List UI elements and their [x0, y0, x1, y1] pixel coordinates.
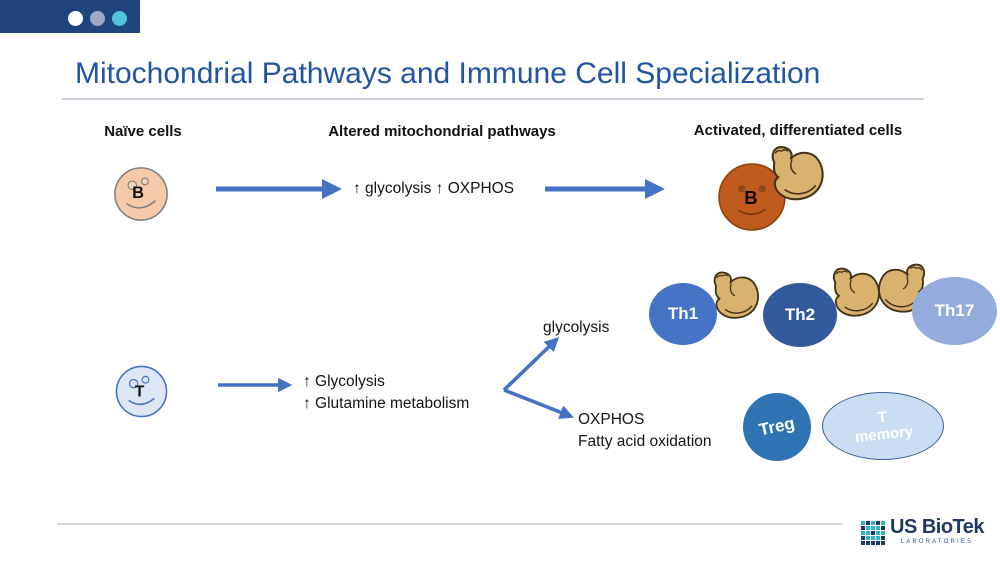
logo-grid-square — [876, 541, 880, 545]
logo-grid-square — [871, 536, 875, 540]
logo-grid-square — [871, 531, 875, 535]
window-dot-icon[interactable] — [112, 11, 127, 26]
logo-grid-square — [866, 531, 870, 535]
logo-grid-square — [876, 531, 880, 535]
muscle-arm-icon — [764, 142, 826, 204]
window-chrome-bar — [0, 0, 140, 33]
b-pathway-text: ↑ glycolysis ↑ OXPHOS — [353, 180, 515, 197]
logo-grid-square — [866, 536, 870, 540]
t-memory-line2: memory — [853, 422, 914, 446]
logo-grid-square — [871, 526, 875, 530]
column-header-altered: Altered mitochondrial pathways — [328, 123, 556, 140]
t-memory-label: T memory — [852, 406, 914, 446]
logo-name: US BioTek — [890, 516, 985, 538]
activated-b-cell: B — [718, 163, 786, 231]
th1-label: Th1 — [667, 304, 699, 323]
logo-subtitle: LABORATORIES — [900, 539, 974, 545]
th17-label: Th17 — [934, 301, 975, 320]
branch-arrows-icon — [502, 337, 575, 420]
page-title: Mitochondrial Pathways and Immune Cell S… — [75, 57, 821, 90]
branch-up-label: glycolysis — [543, 319, 610, 336]
column-header-naive: Naïve cells — [104, 123, 182, 140]
muscle-arm-icon — [707, 268, 761, 322]
us-biotek-logo: US BioTek LABORATORIES — [861, 516, 985, 545]
branch-down-line1: OXPHOS — [578, 411, 645, 428]
naive-t-cell: T — [115, 365, 168, 418]
naive-b-cell: B — [114, 167, 168, 221]
naive-b-cell-label: B — [132, 184, 144, 202]
eye-icon — [140, 177, 149, 186]
logo-grid-icon — [861, 521, 885, 545]
logo-grid-square — [861, 531, 865, 535]
treg-cell: Treg — [743, 393, 811, 461]
arrow-right-icon — [545, 179, 665, 199]
eye-icon — [738, 185, 746, 193]
logo-grid-square — [866, 541, 870, 545]
t-pathway-line1: ↑ Glycolysis — [303, 373, 385, 390]
activated-b-cell-label: B — [744, 187, 757, 208]
smile-icon — [738, 208, 766, 216]
eye-icon — [758, 185, 766, 193]
logo-grid-square — [861, 536, 865, 540]
logo-grid-square — [866, 526, 870, 530]
t-pathway-text: ↑ Glycolysis ↑ Glutamine metabolism — [303, 371, 469, 415]
t-memory-line1: T — [876, 408, 888, 427]
window-dot-icon[interactable] — [68, 11, 83, 26]
muscle-arm-icon — [826, 264, 882, 320]
treg-label: Treg — [757, 413, 797, 440]
th2-label: Th2 — [784, 305, 816, 324]
footer-divider — [57, 523, 843, 525]
logo-grid-square — [881, 536, 885, 540]
th17-cell: Th17 — [912, 277, 997, 345]
eye-icon — [127, 180, 138, 191]
logo-grid-square — [871, 521, 875, 525]
th2-cell: Th2 — [763, 283, 837, 347]
t-memory-cell: T memory — [822, 392, 944, 460]
logo-grid-square — [881, 541, 885, 545]
logo-grid-square — [861, 541, 865, 545]
naive-t-cell-label: T — [135, 383, 145, 400]
logo-grid-square — [881, 521, 885, 525]
logo-grid-square — [881, 531, 885, 535]
arrow-right-icon — [216, 179, 342, 199]
logo-grid-square — [876, 526, 880, 530]
logo-grid-square — [876, 536, 880, 540]
arrow-right-icon — [218, 377, 293, 393]
smile-icon — [126, 200, 157, 209]
smile-icon — [128, 397, 155, 406]
column-header-activated: Activated, differentiated cells — [693, 122, 903, 139]
window-dot-icon[interactable] — [90, 11, 105, 26]
branch-down-label: OXPHOS Fatty acid oxidation — [578, 409, 712, 453]
title-underline — [62, 98, 924, 100]
logo-grid-square — [876, 521, 880, 525]
logo-grid-square — [861, 526, 865, 530]
th1-cell: Th1 — [649, 283, 717, 345]
logo-grid-square — [881, 526, 885, 530]
t-pathway-line2: ↑ Glutamine metabolism — [303, 395, 470, 412]
logo-grid-square — [866, 521, 870, 525]
eye-icon — [128, 378, 139, 389]
logo-grid-square — [871, 541, 875, 545]
branch-down-line2: Fatty acid oxidation — [578, 433, 712, 450]
logo-grid-square — [861, 521, 865, 525]
eye-icon — [141, 375, 150, 384]
